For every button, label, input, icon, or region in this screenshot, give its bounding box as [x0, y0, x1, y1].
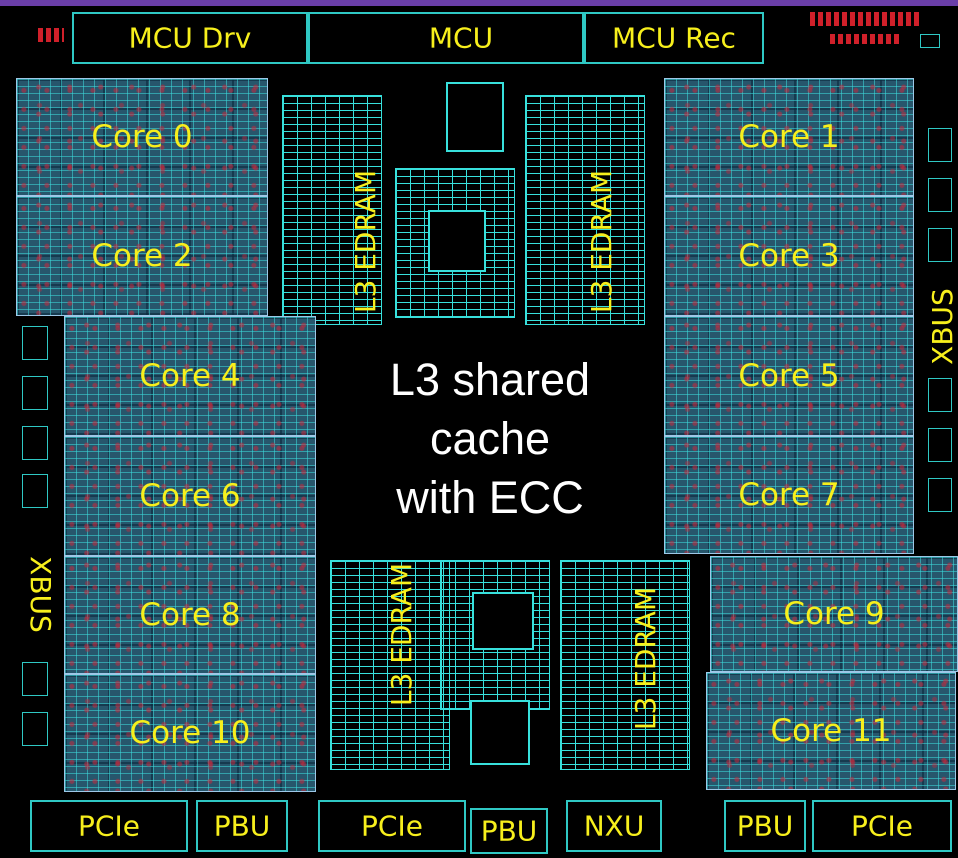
pbu-block-1: PBU [196, 800, 288, 852]
core-8-label: Core 8 [139, 597, 241, 633]
right-io-box-2 [928, 178, 952, 212]
core-3-label: Core 3 [738, 238, 840, 274]
core-2-tile: Core 2 [16, 196, 268, 316]
pcie-block-2: PCIe [318, 800, 466, 852]
pcie-block-1: PCIe [30, 800, 188, 852]
core-0-label: Core 0 [91, 119, 193, 155]
edram-label-lr: L3 EDRAM [629, 586, 663, 731]
top-right-pads-2 [830, 34, 900, 44]
core-6-label: Core 6 [139, 478, 241, 514]
core-4-label: Core 4 [139, 358, 241, 394]
right-io-box-6 [928, 478, 952, 512]
cache-caption: L3 shared cache with ECC [330, 350, 650, 527]
pcie-label-3: PCIe [851, 809, 913, 843]
core-7-tile: Core 7 [664, 436, 914, 554]
xbus-right-label: XBUS [925, 288, 958, 365]
nxu-block: NXU [566, 800, 662, 852]
caption-line-1: L3 shared [389, 354, 591, 405]
mcu-rec-label: MCU Rec [612, 21, 736, 55]
core-2-label: Core 2 [91, 238, 193, 274]
left-io-box-1 [22, 326, 48, 360]
caption-line-3: with ECC [396, 472, 584, 523]
nxu-label: NXU [583, 809, 645, 843]
core-7-label: Core 7 [738, 477, 840, 513]
edram-label-ul: L3 EDRAM [349, 169, 383, 314]
core-5-tile: Core 5 [664, 316, 914, 436]
edram-array-ur [525, 95, 645, 325]
mcu-block: MCU [308, 12, 584, 64]
top-right-box [920, 34, 940, 48]
core-1-label: Core 1 [738, 119, 840, 155]
left-io-box-3 [22, 426, 48, 460]
pbu-label-3: PBU [736, 809, 794, 843]
mcu-rec-block: MCU Rec [584, 12, 764, 64]
left-io-box-6 [22, 712, 48, 746]
top-right-pads [810, 12, 920, 26]
left-io-box-4 [22, 474, 48, 508]
core-5-label: Core 5 [738, 358, 840, 394]
edram-array-lr [560, 560, 690, 770]
edram-label-ll: L3 EDRAM [385, 562, 419, 707]
core-8-tile: Core 8 [64, 556, 316, 674]
edram-label-ur: L3 EDRAM [585, 169, 619, 314]
right-io-box-4 [928, 378, 952, 412]
core-11-tile: Core 11 [706, 672, 956, 790]
pcie-label-1: PCIe [78, 809, 140, 843]
core-10-label: Core 10 [129, 715, 251, 751]
top-left-pads [38, 28, 64, 42]
core-9-tile: Core 9 [710, 556, 958, 672]
right-io-box-3 [928, 228, 952, 262]
xbus-left-label: XBUS [23, 556, 57, 633]
core-3-tile: Core 3 [664, 196, 914, 316]
right-io-box-5 [928, 428, 952, 462]
pbu-label-1: PBU [213, 809, 271, 843]
core-11-label: Core 11 [770, 713, 892, 749]
pbu-block-3: PBU [724, 800, 806, 852]
core-10-tile: Core 10 [64, 674, 316, 792]
pcie-block-3: PCIe [812, 800, 952, 852]
core-9-label: Core 9 [783, 596, 885, 632]
mcu-drv-label: MCU Drv [128, 21, 252, 55]
edram-hole-top [446, 82, 504, 152]
pcie-label-2: PCIe [361, 809, 423, 843]
pbu-label-2: PBU [480, 814, 538, 848]
core-4-tile: Core 4 [64, 316, 316, 436]
right-io-box-1 [928, 128, 952, 162]
core-6-tile: Core 6 [64, 436, 316, 556]
left-io-box-5 [22, 662, 48, 696]
caption-line-2: cache [429, 413, 551, 464]
pbu-block-2: PBU [470, 808, 548, 854]
top-edge-strip [0, 0, 958, 6]
core-1-tile: Core 1 [664, 78, 914, 196]
mcu-label: MCU [428, 21, 494, 55]
left-io-box-2 [22, 376, 48, 410]
mcu-drv-block: MCU Drv [72, 12, 308, 64]
edram-hole-lower [472, 592, 534, 650]
edram-array-ul [282, 95, 382, 325]
core-0-tile: Core 0 [16, 78, 268, 196]
edram-hole-bottom [470, 700, 530, 765]
edram-hole-upper [428, 210, 486, 272]
